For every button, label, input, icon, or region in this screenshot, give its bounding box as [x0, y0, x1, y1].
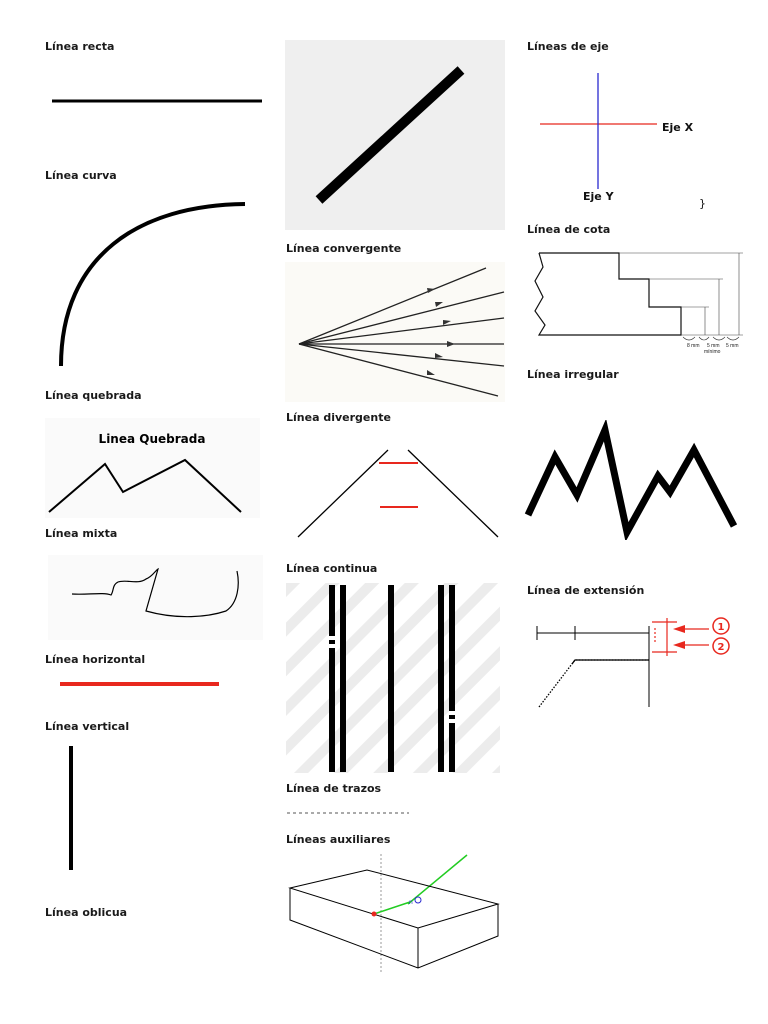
- linea-de-extension-figure: 1 2: [536, 617, 730, 708]
- cota-5mm-a: 5 mm: [707, 343, 720, 349]
- linea-divergente-figure: [297, 449, 499, 538]
- linea-de-trazos-figure: [287, 812, 409, 814]
- lineas-de-eje-figure: Eje X Eje Y }: [540, 73, 706, 210]
- label-linea-curva: Línea curva: [45, 169, 117, 182]
- label-linea-vertical: Línea vertical: [45, 720, 130, 733]
- cota-minimo: mínimo: [704, 349, 721, 355]
- label-lineas-auxiliares: Líneas auxiliares: [286, 833, 391, 846]
- linea-continua-figure: [286, 583, 500, 773]
- label-linea-oblicua: Línea oblicua: [45, 906, 128, 919]
- linea-curva-figure: [59, 202, 246, 367]
- label-linea-de-cota: Línea de cota: [527, 223, 611, 236]
- label-linea-divergente: Línea divergente: [286, 411, 391, 424]
- svg-text:n: n: [409, 899, 413, 906]
- quebrada-title: Linea Quebrada: [99, 432, 206, 446]
- linea-mixta-figure: [48, 555, 263, 640]
- linea-de-cota-figure: 8 mm 5 mm 5 mm mínimo: [534, 252, 743, 355]
- label-linea-de-extension: Línea de extensión: [527, 584, 645, 597]
- label-linea-irregular: Línea irregular: [527, 368, 619, 381]
- brace-mark: }: [699, 197, 706, 210]
- linea-vertical-figure: [69, 746, 73, 870]
- linea-horizontal-figure: [60, 682, 219, 686]
- cota-5mm-b: 5 mm: [726, 343, 739, 349]
- cota-8mm: 8 mm: [687, 343, 700, 349]
- linea-irregular-figure: [524, 420, 738, 540]
- label-linea-recta: Línea recta: [45, 40, 115, 53]
- linea-convergente-figure: [285, 262, 505, 402]
- lineas-auxiliares-figure: n: [288, 854, 500, 974]
- eje-x-label: Eje X: [662, 121, 694, 134]
- linea-recta-figure: [52, 99, 262, 103]
- label-linea-de-trazos: Línea de trazos: [286, 782, 382, 795]
- label-linea-mixta: Línea mixta: [45, 527, 118, 540]
- ext-marker-2: 2: [718, 642, 725, 653]
- linea-quebrada-figure: Linea Quebrada: [45, 418, 260, 518]
- label-lineas-de-eje: Líneas de eje: [527, 40, 609, 53]
- ext-marker-1: 1: [718, 622, 725, 633]
- label-linea-continua: Línea continua: [286, 562, 378, 575]
- label-linea-quebrada: Línea quebrada: [45, 389, 142, 402]
- eje-y-label: Eje Y: [583, 190, 615, 203]
- label-linea-convergente: Línea convergente: [286, 242, 402, 255]
- linea-oblicua-figure: [285, 40, 505, 230]
- label-linea-horizontal: Línea horizontal: [45, 653, 146, 666]
